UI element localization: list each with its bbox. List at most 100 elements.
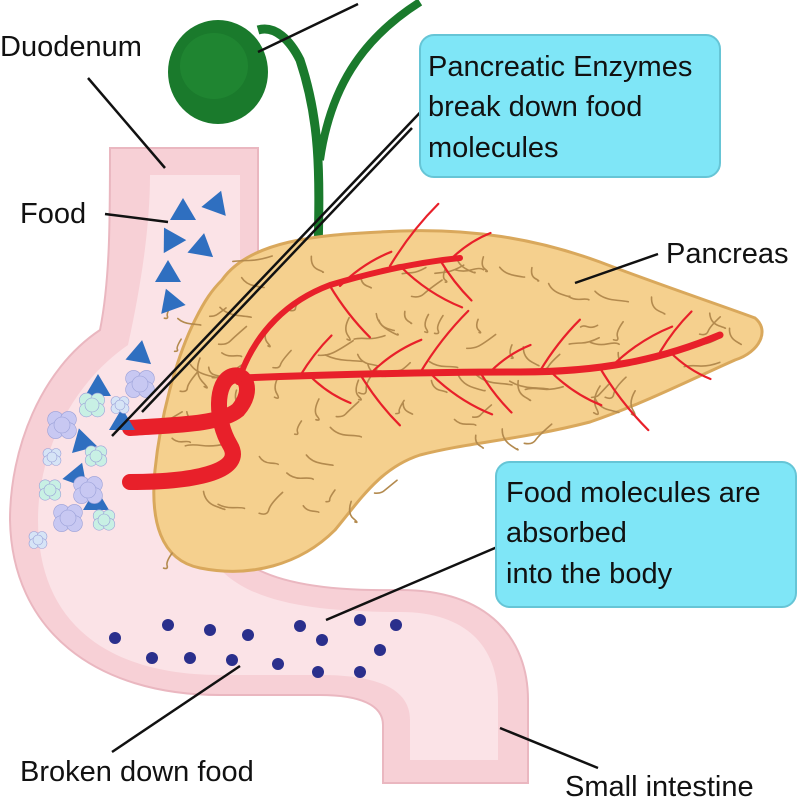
texture-squiggle: [567, 295, 590, 301]
broken-food-dot-icon: [294, 620, 306, 632]
vessel-branch: [298, 334, 333, 378]
molecule-cluster-icon: [92, 509, 116, 531]
vessel-branch: [338, 250, 393, 288]
texture-squiggle: [457, 373, 486, 392]
vessel-branch: [418, 309, 470, 375]
broken-food-dot-icon: [204, 624, 216, 636]
vessel-branch: [668, 350, 712, 381]
molecule-bubble: [59, 509, 77, 527]
molecule-bubble: [97, 513, 111, 527]
bile-duct: [256, 24, 324, 256]
vessel-branch: [478, 370, 513, 414]
texture-squiggle: [378, 319, 396, 332]
texture-squiggle: [173, 338, 182, 353]
food-particles: [62, 190, 226, 510]
vessel-branches: [298, 202, 712, 432]
molecule-bubble: [53, 416, 71, 434]
texture-squiggle: [474, 434, 485, 449]
texture-squiggle: [360, 275, 373, 289]
texture-squiggle: [454, 267, 485, 272]
texture-squiggle: [179, 371, 199, 393]
texture-squiggle: [650, 296, 666, 315]
main-trunk: [236, 331, 724, 382]
texture-squiggle: [317, 339, 354, 357]
molecule-bubble: [46, 451, 58, 463]
vessel-branch: [548, 369, 603, 407]
texture-squiggle: [293, 420, 303, 436]
broken-food-dot-icon: [374, 644, 386, 656]
texture-squiggle: [171, 437, 192, 444]
texture-squiggle: [353, 334, 386, 340]
molecule-bubble: [79, 481, 97, 499]
texture-squiggle: [208, 307, 227, 318]
texture-squiggle: [355, 379, 362, 401]
molecule-cluster-icon: [79, 392, 105, 418]
callout-enzymes-line-2: break down food: [428, 91, 642, 123]
food-triangle-icon: [85, 374, 111, 396]
texture-squiggle: [335, 400, 360, 418]
texture-squiggle: [522, 345, 540, 367]
molecule-bubble: [84, 397, 100, 413]
texture-squiggle: [217, 503, 246, 510]
broken-food-dot-icon: [226, 654, 238, 666]
main-artery: [122, 367, 255, 490]
vessel-branch: [398, 264, 464, 309]
texture-squiggle: [453, 418, 477, 426]
label-broken-down-food: Broken down food: [20, 756, 254, 788]
texture-squiggle: [612, 320, 624, 342]
molecule-cluster-icon: [73, 476, 103, 504]
label-pancreas: Pancreas: [666, 238, 789, 270]
molecule-cluster-icon: [53, 504, 83, 532]
molecule-cluster-icon: [84, 445, 108, 467]
food-triangle-icon: [163, 227, 187, 254]
texture-squiggle: [258, 491, 284, 515]
blood-vessels: [122, 202, 724, 490]
broken-food-dot-icon: [242, 629, 254, 641]
molecule-bubble: [114, 399, 126, 411]
texture-squiggle: [428, 360, 459, 369]
texture-squiggle: [273, 373, 281, 400]
leader-duodenum: [87, 77, 166, 169]
broken-food-dot-icon: [109, 632, 121, 644]
texture-squiggle: [589, 341, 620, 346]
texture-squiggle: [310, 255, 325, 274]
molecule-cluster-icon: [47, 411, 77, 439]
food-triangle-icon: [201, 190, 226, 216]
broken-food-dot-icon: [146, 652, 158, 664]
texture-squiggle: [232, 255, 273, 263]
texture-squiggle: [221, 352, 243, 358]
texture-squiggle: [375, 312, 399, 336]
texture-squiggle: [184, 443, 227, 447]
label-small-intestine: Small intestine: [565, 771, 754, 800]
food-triangle-icon: [161, 288, 186, 314]
texture-squiggle: [433, 314, 444, 335]
texture-squiggle: [481, 256, 489, 273]
callout-absorbed: Food molecules are absorbed into the bod…: [495, 461, 797, 608]
vessel-branch: [358, 372, 401, 427]
texture-squiggle: [466, 333, 497, 350]
broken-food-dots: [109, 614, 402, 678]
broken-food-dot-icon: [354, 614, 366, 626]
gallbladder-highlight: [180, 33, 248, 99]
texture-squiggle: [329, 426, 363, 438]
texture-squiggle: [471, 404, 493, 418]
texture-squiggle: [594, 290, 630, 303]
food-triangle-icon: [170, 198, 196, 220]
texture-squiggle: [698, 316, 722, 336]
texture-squiggle: [579, 324, 599, 329]
texture-squiggle: [196, 357, 208, 389]
vessel-branch: [488, 343, 532, 374]
molecule-cluster-icon: [42, 448, 62, 466]
texture-squiggle: [162, 552, 173, 570]
texture-squiggle: [708, 312, 727, 330]
texture-squiggle: [272, 349, 292, 369]
broken-food-dot-icon: [354, 666, 366, 678]
vessel-branch: [538, 318, 581, 373]
leader-lines: [87, 2, 659, 770]
vessel-branch: [448, 231, 492, 262]
texture-squiggle: [475, 374, 513, 386]
leader-absorbed: [325, 543, 503, 622]
texture-squiggle: [509, 344, 514, 360]
leader-enzymes-1: [111, 99, 433, 437]
